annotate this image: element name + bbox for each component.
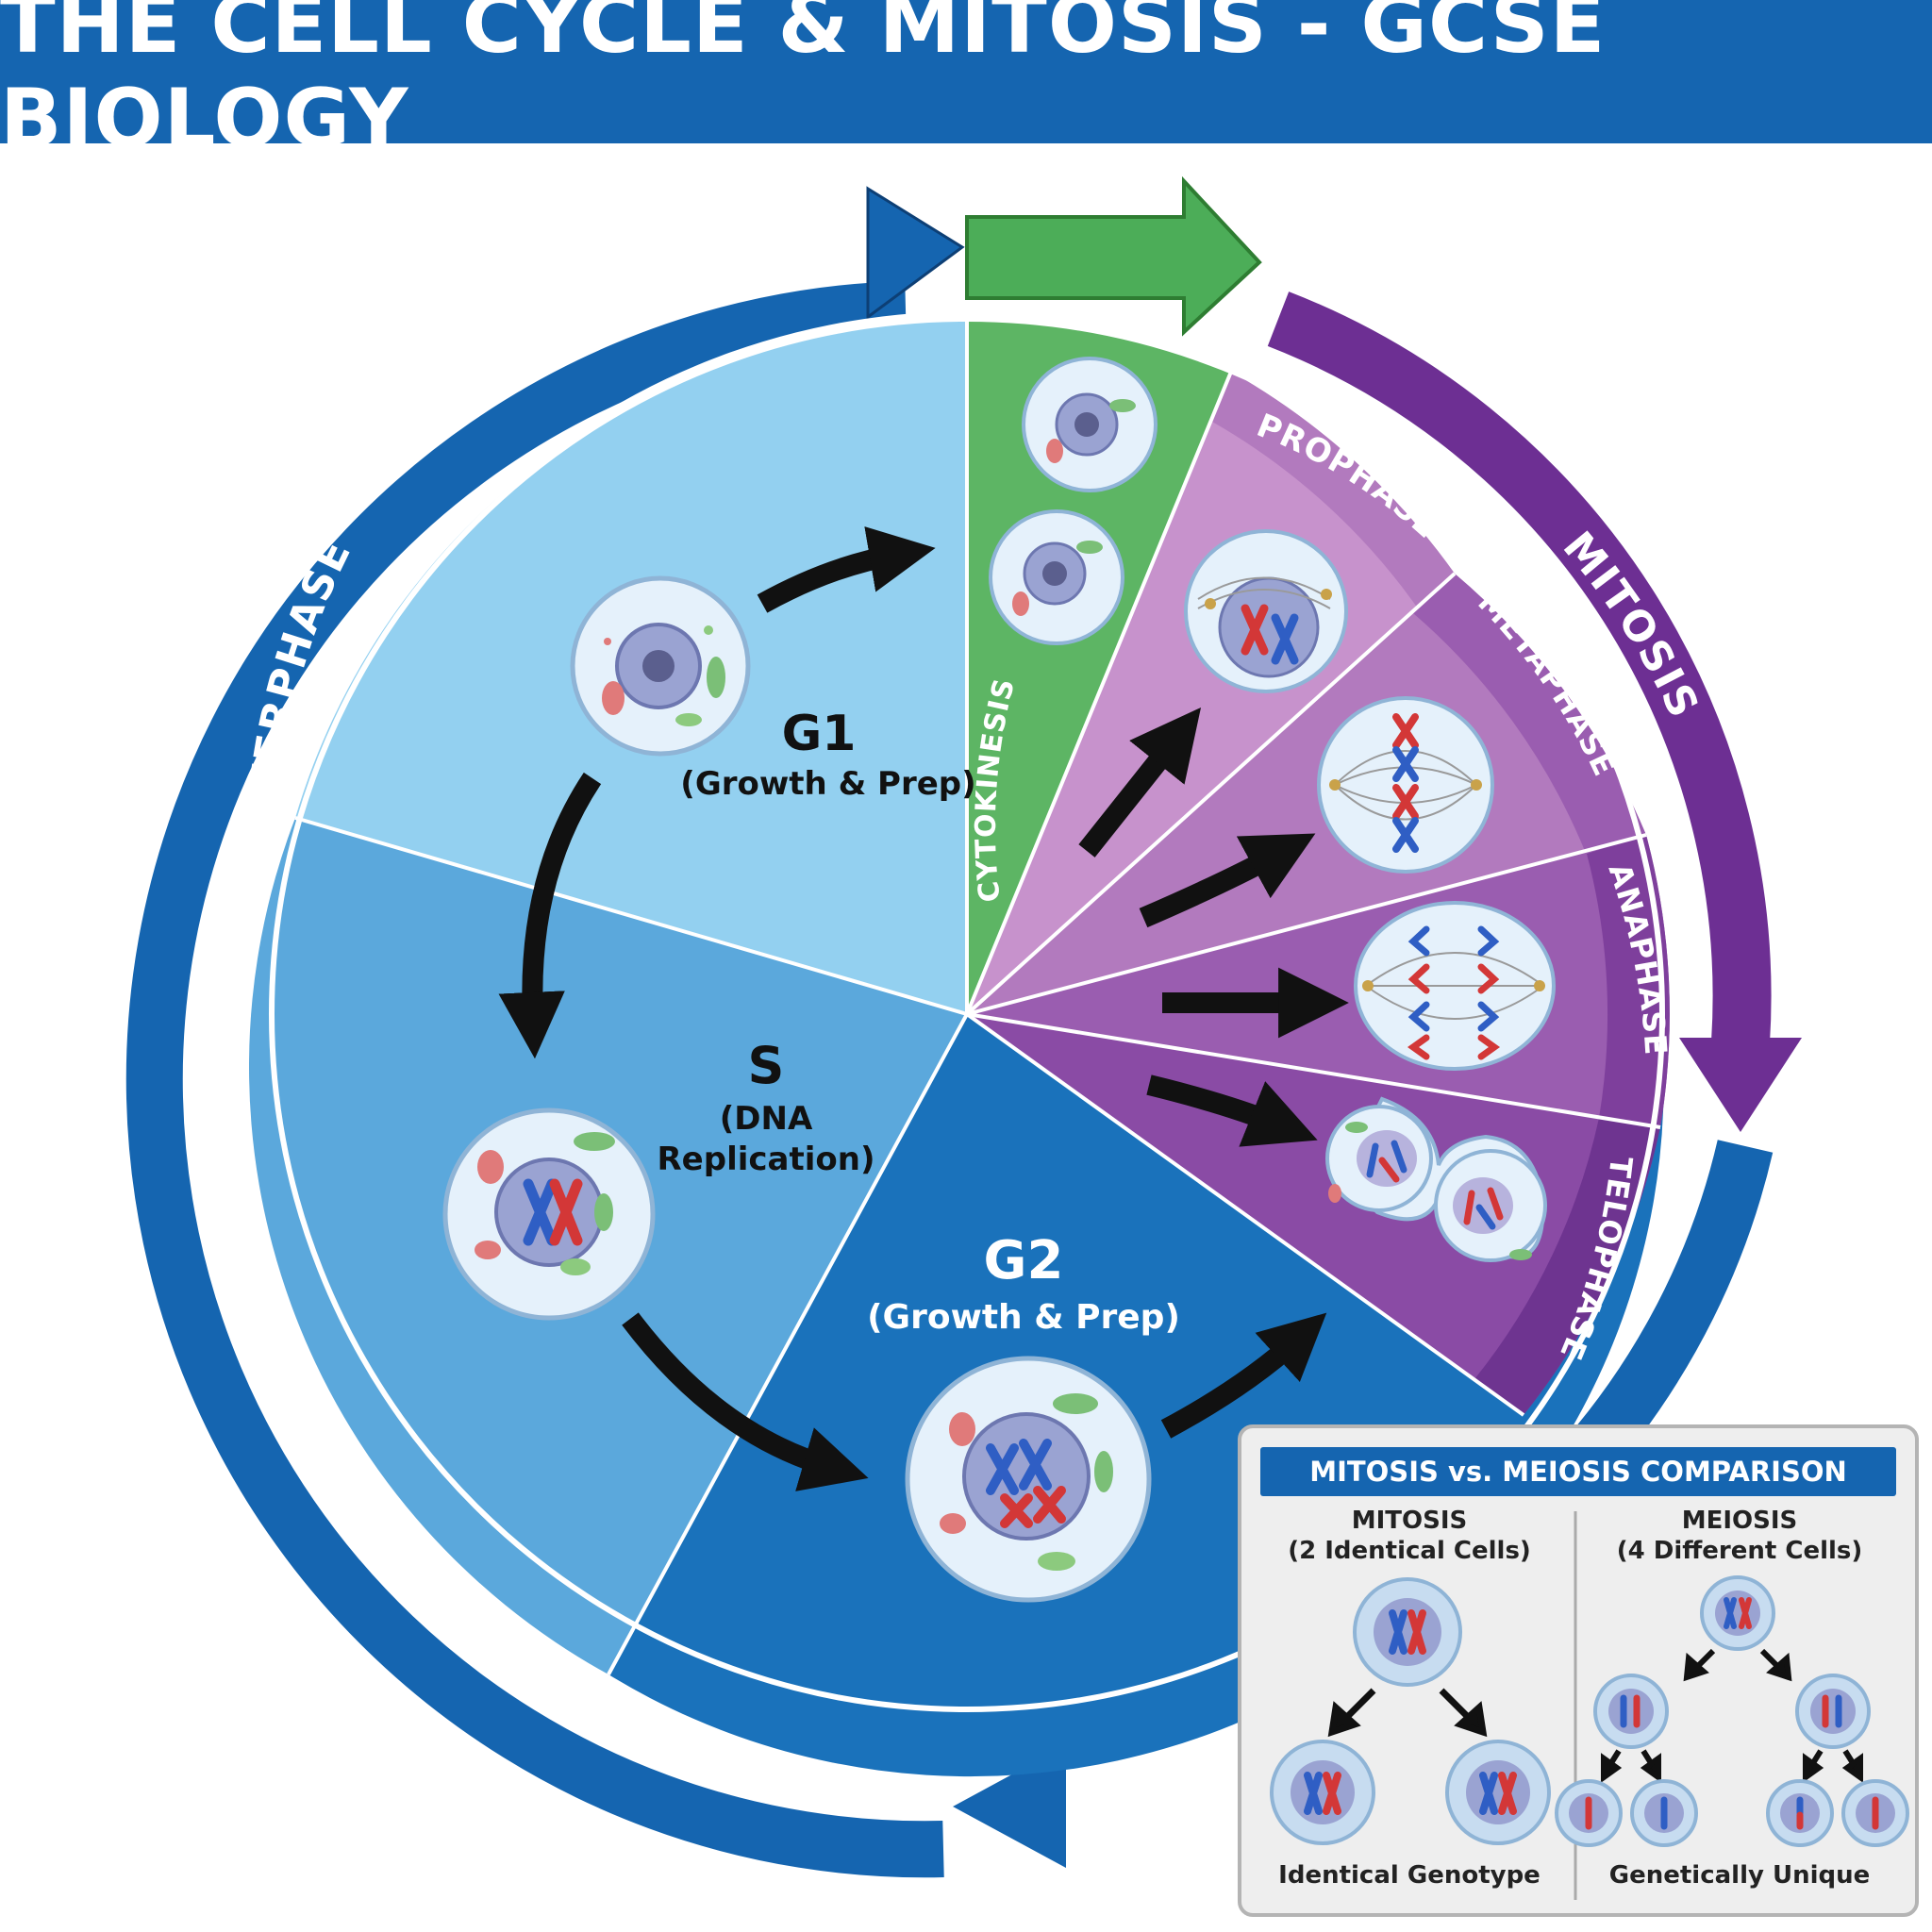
metaphase-band bbox=[1413, 574, 1646, 851]
cytokinesis-green-arrow bbox=[965, 175, 1262, 337]
mitosis-daughter-cell-left bbox=[1270, 1740, 1375, 1845]
meiosis-footer: Genetically Unique bbox=[1609, 1861, 1871, 1890]
meiosis-gamete-4 bbox=[1841, 1779, 1909, 1847]
mitosis-footer: Identical Genotype bbox=[1278, 1861, 1541, 1890]
cytokinesis-sector bbox=[967, 320, 1231, 1015]
mitosis-outer-arc bbox=[1267, 291, 1772, 1044]
mitosis-arc-arrowhead bbox=[1679, 1038, 1802, 1132]
interphase-outer-arc bbox=[125, 281, 944, 1878]
telophase-sector bbox=[967, 1014, 1660, 1415]
meiosis-heading: MEIOSIS bbox=[1682, 1507, 1798, 1535]
s-subtitle-line2: Replication) bbox=[658, 1141, 875, 1178]
g1-subtitle: (Growth & Prep) bbox=[680, 765, 975, 803]
interphase-arc-arrowhead bbox=[866, 186, 965, 320]
meiosis-gamete-3 bbox=[1766, 1779, 1834, 1847]
anaphase-band bbox=[1587, 835, 1670, 1127]
g2-subtitle: (Growth & Prep) bbox=[867, 1298, 1180, 1337]
meiosis-cell-level1-left bbox=[1593, 1674, 1669, 1749]
meiosis-gamete-2 bbox=[1630, 1779, 1698, 1847]
metaphase-sector bbox=[967, 574, 1646, 1014]
prophase-cell-illustration bbox=[1184, 529, 1348, 693]
arrow-g1-to-s bbox=[498, 772, 602, 1059]
mitosis-division-arrows bbox=[1327, 1688, 1488, 1738]
s-title: S bbox=[748, 1036, 785, 1095]
meiosis-gamete-1 bbox=[1555, 1779, 1623, 1847]
sector-dividers bbox=[294, 321, 1661, 1675]
g1-title: G1 bbox=[782, 706, 857, 762]
prophase-band bbox=[1212, 372, 1455, 608]
page-title: THE CELL CYCLE & MITOSIS - GCSE BIOLOGY bbox=[0, 0, 1607, 166]
comparison-graphic: MITOSIS (2 Identical Cells) Identical Ge bbox=[1270, 1507, 1909, 1900]
mitosis-parent-cell bbox=[1353, 1577, 1462, 1687]
mitosis-heading: MITOSIS bbox=[1352, 1507, 1468, 1535]
comparison-panel: MITOSIS vs. MEIOSIS COMPARISON MITOSIS (… bbox=[1238, 1424, 1919, 1917]
mitosis-subheading: (2 Identical Cells) bbox=[1288, 1537, 1531, 1565]
g2-title: G2 bbox=[984, 1230, 1064, 1291]
meiosis-parent-cell bbox=[1700, 1575, 1775, 1651]
anaphase-cell-illustration bbox=[1354, 901, 1556, 1071]
arrow-g1-to-cytokinesis bbox=[757, 526, 936, 613]
mitosis-daughter-cell-right bbox=[1445, 1740, 1551, 1845]
s-subtitle-line1: (DNA bbox=[720, 1100, 813, 1138]
meiosis-subheading: (4 Different Cells) bbox=[1617, 1537, 1863, 1565]
cytokinesis-cell-bottom bbox=[989, 509, 1124, 645]
prophase-sector bbox=[967, 372, 1455, 1014]
bottom-return-arrowhead bbox=[953, 1745, 1066, 1868]
metaphase-cell-illustration bbox=[1317, 696, 1494, 874]
meiosis-division-arrows bbox=[1601, 1648, 1863, 1783]
telophase-cell-illustration bbox=[1325, 1096, 1547, 1262]
s-cell-illustration bbox=[442, 1108, 656, 1321]
arrow-s-to-g2 bbox=[622, 1312, 869, 1491]
cytokinesis-cell-top bbox=[1022, 357, 1158, 492]
meiosis-cell-level1-right bbox=[1795, 1674, 1871, 1749]
telophase-band bbox=[1474, 1118, 1660, 1415]
comparison-title: MITOSIS vs. MEIOSIS COMPARISON bbox=[1260, 1447, 1896, 1496]
arrow-to-metaphase bbox=[1139, 833, 1316, 928]
arrow-to-prophase bbox=[1078, 707, 1202, 858]
flow-arrows bbox=[498, 526, 1349, 1491]
arrow-to-telophase bbox=[1146, 1074, 1318, 1147]
header-banner: THE CELL CYCLE & MITOSIS - GCSE BIOLOGY bbox=[0, 0, 1932, 166]
arrow-g2-to-telophase bbox=[1160, 1312, 1327, 1439]
g1-cell-illustration bbox=[570, 575, 751, 757]
g2-cell-illustration bbox=[905, 1356, 1152, 1603]
